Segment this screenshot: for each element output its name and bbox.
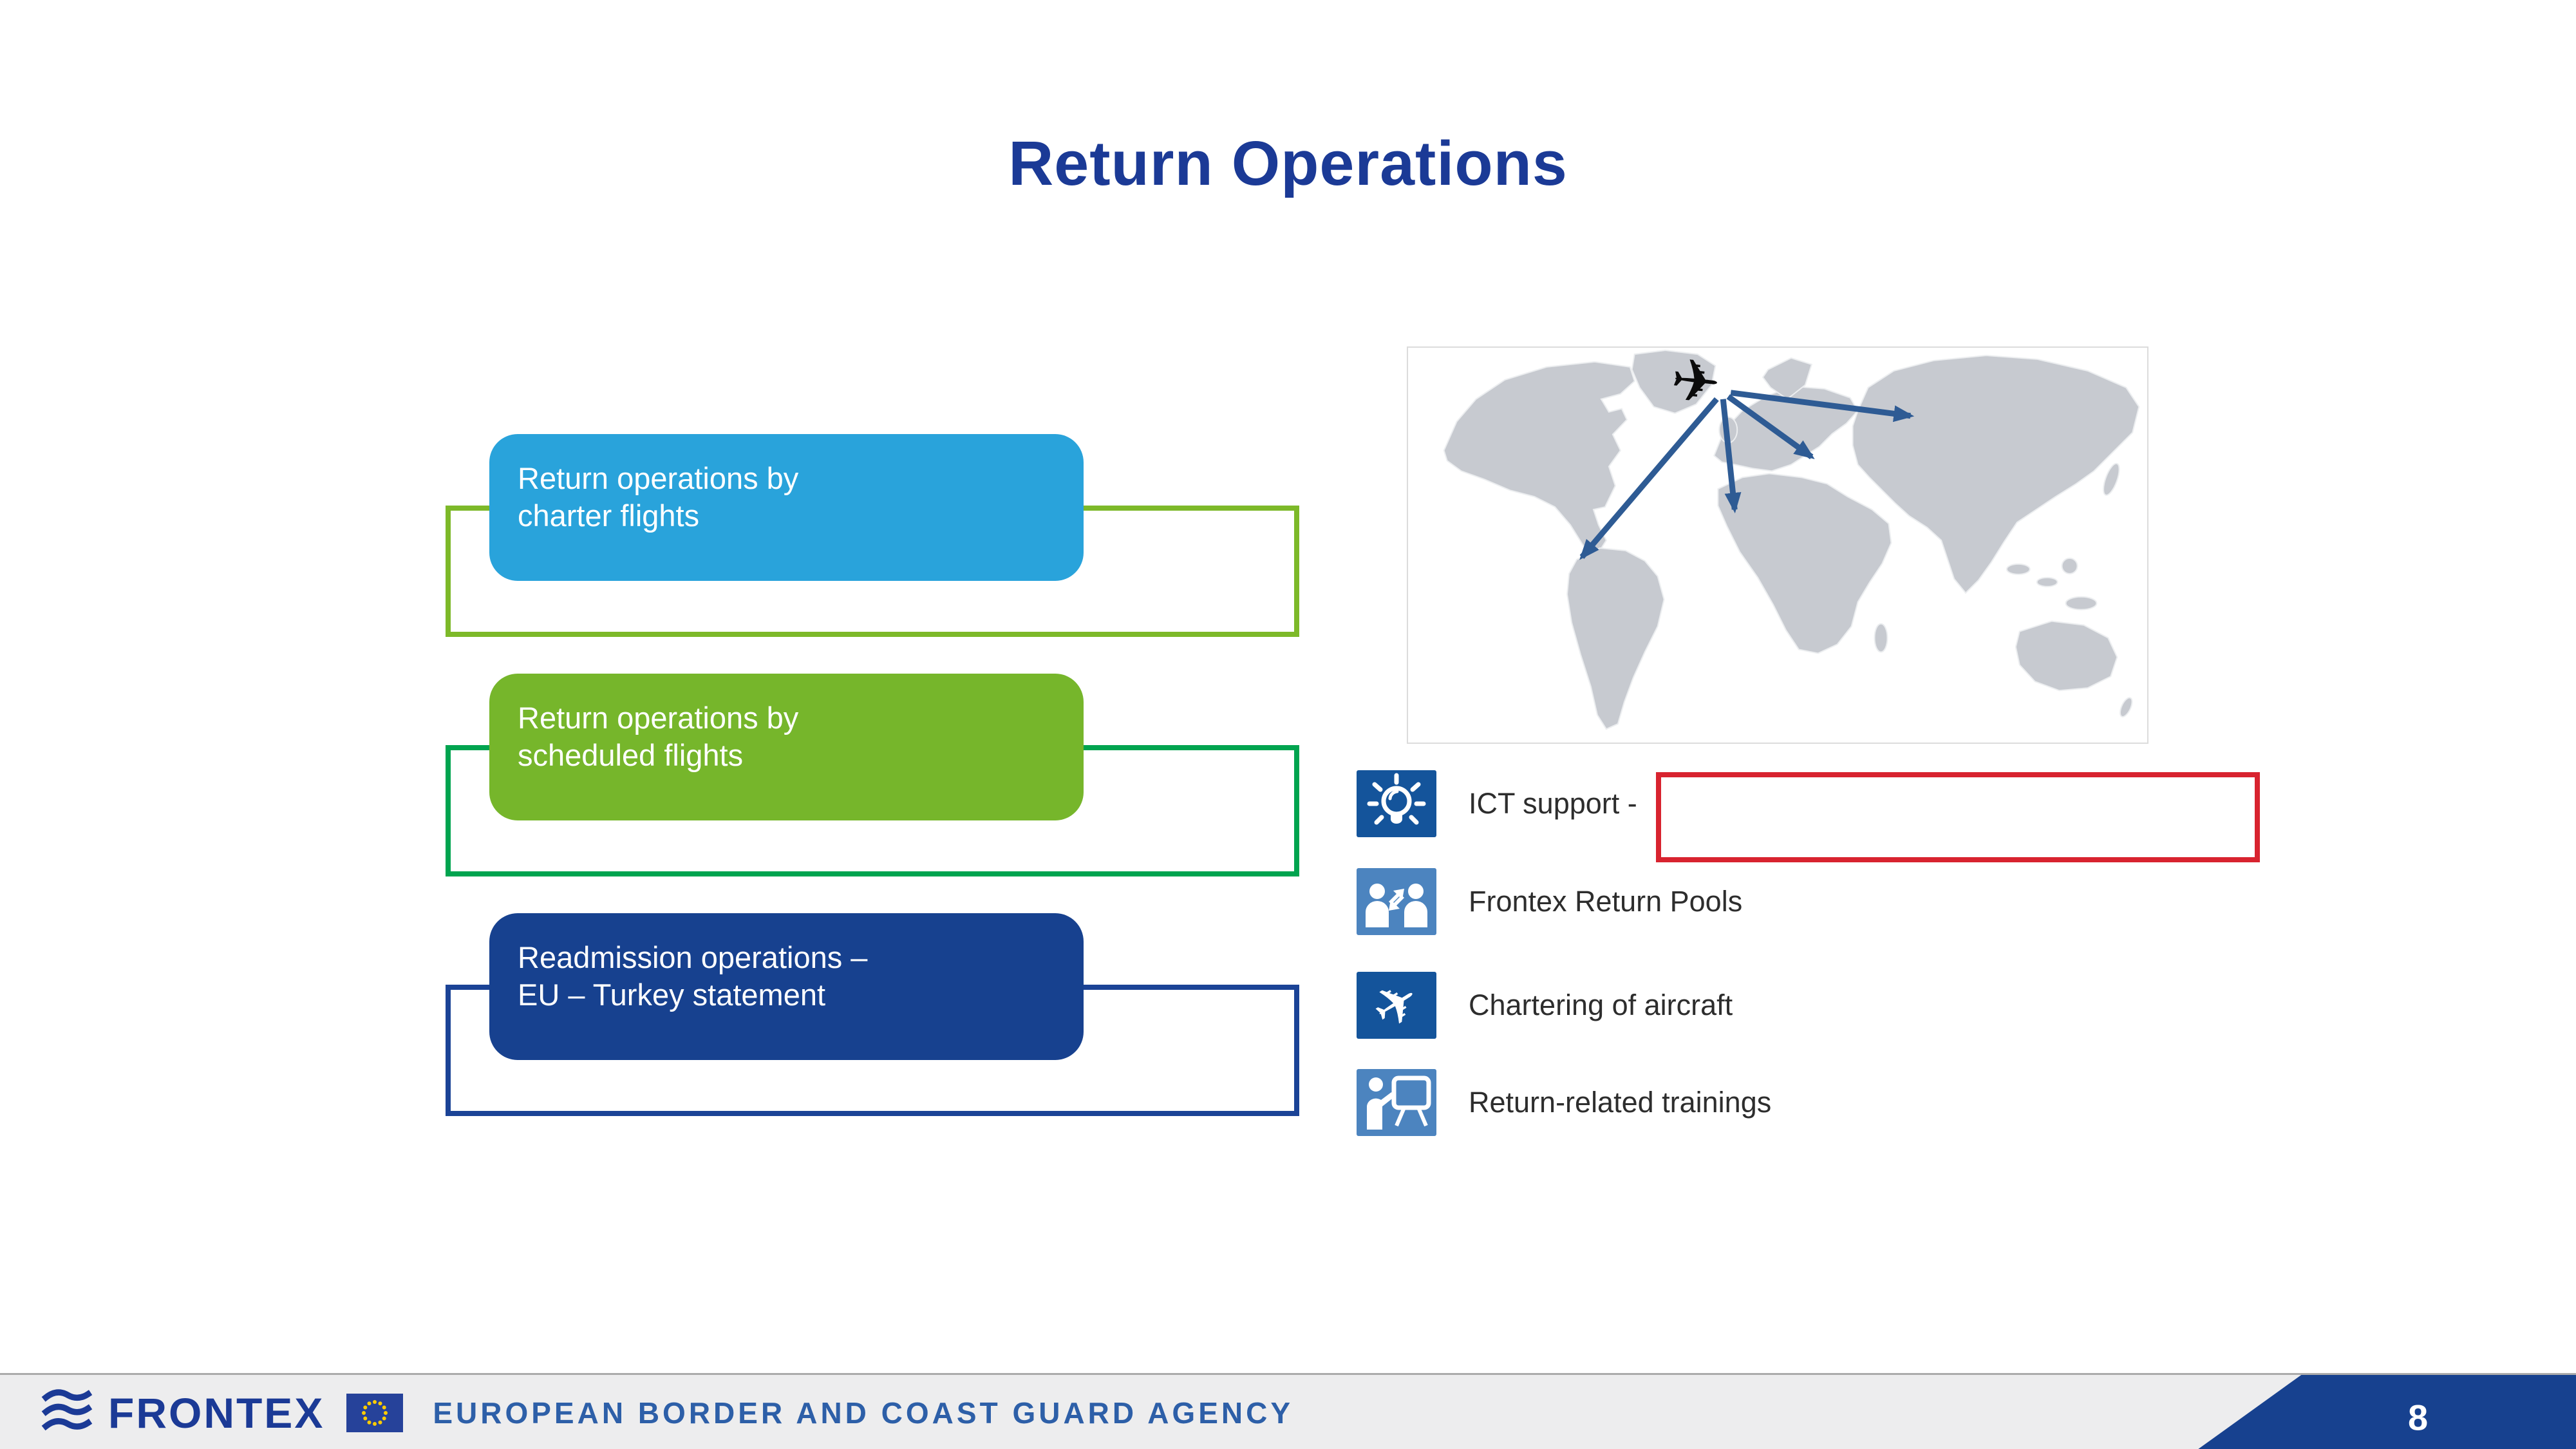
- borneo-shape: [2061, 557, 2078, 574]
- page-number: 8: [2408, 1397, 2429, 1438]
- flow-box-readmission-line2: EU – Turkey statement: [518, 978, 826, 1012]
- return-flight-arrows: [1579, 390, 1915, 560]
- agency-name-text: EUROPEAN BORDER AND COAST GUARD AGENCY: [433, 1396, 1293, 1430]
- support-row-return-pools: Frontex Return Pools: [1357, 868, 1742, 935]
- north-america-shape: [1443, 361, 1635, 556]
- redacted-red-box: [1656, 772, 2260, 862]
- page-number-corner: 8: [2193, 1375, 2576, 1449]
- greenland-shape: [1631, 349, 1716, 414]
- africa-shape: [1717, 473, 1892, 654]
- flow-box-charter-flights: Return operations by charter flights: [489, 434, 1084, 581]
- airplane-charter-icon: ✈: [1357, 972, 1436, 1039]
- support-row-chartering: ✈ Chartering of aircraft: [1357, 972, 1733, 1039]
- airplane-icon: ✈: [1668, 348, 1724, 419]
- flow-box-readmission-line1: Readmission operations –: [518, 940, 868, 974]
- people-exchange-icon: [1357, 868, 1436, 935]
- lightbulb-icon: [1357, 770, 1436, 837]
- footer-branding: FRONTEX EUROPEAN BORDER AND COAST GUARD …: [37, 1375, 1293, 1449]
- japan-shape: [2103, 462, 2120, 496]
- eu-flag-icon: [346, 1394, 404, 1432]
- support-row-trainings: Return-related trainings: [1357, 1069, 1771, 1136]
- asia-shape: [1852, 354, 2140, 594]
- flow-box-scheduled-line2: scheduled flights: [518, 738, 744, 772]
- madagascar-shape: [1874, 623, 1888, 653]
- support-label-chartering: Chartering of aircraft: [1469, 989, 1733, 1021]
- world-map-graphic: ✈: [1443, 348, 2140, 730]
- slide-title: Return Operations: [1008, 128, 1568, 198]
- new-guinea-shape: [2065, 596, 2098, 611]
- indonesia-shape-1: [2006, 563, 2031, 575]
- frontex-wave-icon: [41, 1389, 93, 1431]
- indonesia-shape-2: [2036, 576, 2058, 587]
- arrow-to-west-africa: [1720, 399, 1742, 514]
- flow-box-charter-line1: Return operations by: [518, 461, 799, 495]
- arrow-to-south-america: [1579, 397, 1719, 560]
- support-label-return-pools: Frontex Return Pools: [1469, 885, 1743, 918]
- flow-box-charter-line2: charter flights: [518, 498, 700, 533]
- trainer-presentation-icon: [1357, 1069, 1436, 1136]
- flow-box-scheduled-line1: Return operations by: [518, 701, 799, 735]
- support-label-ict: ICT support -: [1469, 787, 1637, 820]
- frontex-logo-text: FRONTEX: [108, 1389, 325, 1437]
- australia-shape: [2015, 620, 2118, 692]
- world-map-return-flights: ✈: [1407, 346, 2148, 744]
- flow-box-scheduled-flights: Return operations by scheduled flights: [489, 674, 1084, 820]
- support-row-ict: ICT support -: [1357, 770, 1637, 837]
- south-america-shape: [1566, 547, 1665, 730]
- arrow-to-russia: [1730, 390, 1915, 422]
- support-label-trainings: Return-related trainings: [1469, 1086, 1772, 1119]
- flow-box-readmission: Readmission operations – EU – Turkey sta…: [489, 913, 1084, 1060]
- scandinavia-shape: [1762, 357, 1813, 400]
- new-zealand-shape: [2119, 697, 2133, 717]
- arrow-to-turkey: [1726, 394, 1815, 460]
- slide-footer: FRONTEX EUROPEAN BORDER AND COAST GUARD …: [0, 1373, 2576, 1449]
- map-continents: [1443, 349, 2140, 730]
